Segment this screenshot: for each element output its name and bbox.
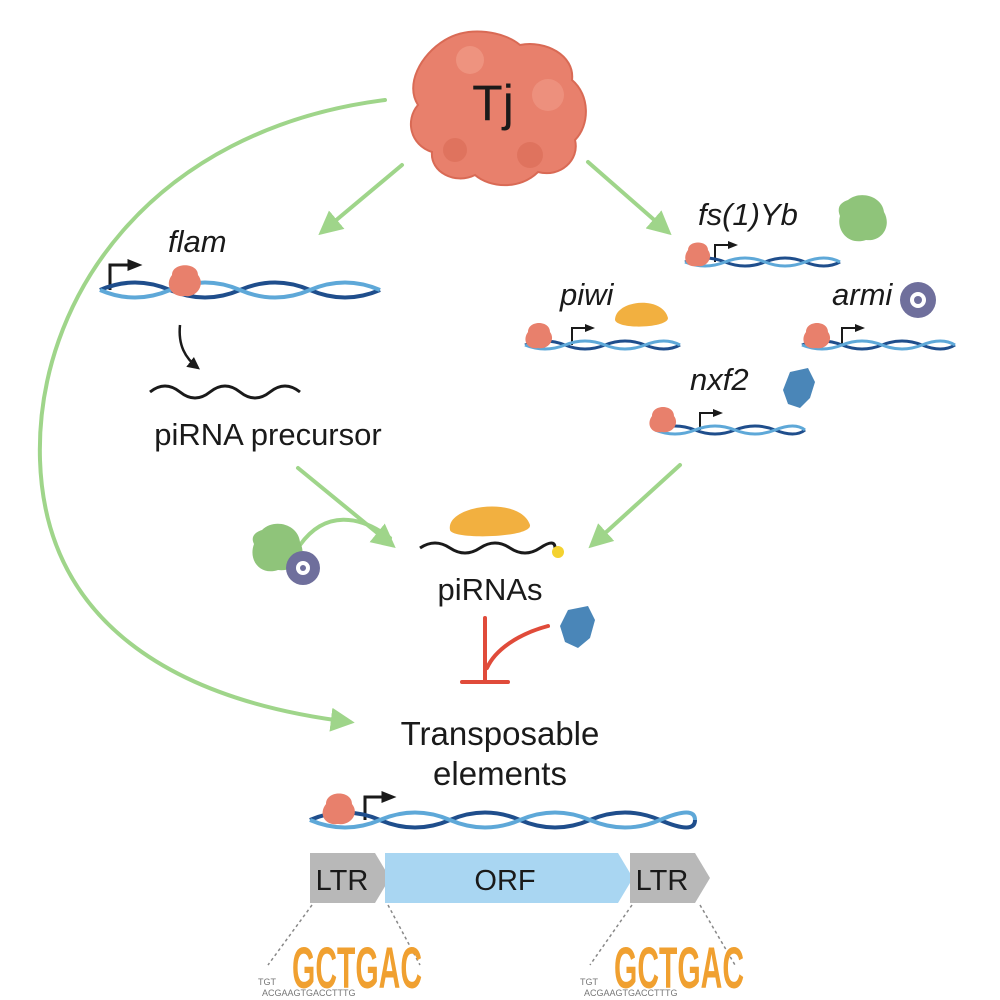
fs1yb-locus: fs(1)Yb (684, 195, 887, 268)
arrow-tj-to-te (37, 98, 387, 732)
motif-logo-right: TGT ACGAAGTGACCTTTG GCTGAC (580, 936, 744, 1000)
ltr-right-box (630, 853, 710, 903)
armi-protein (900, 282, 936, 318)
fs1yb-dna (684, 256, 841, 268)
activation-arrows (37, 98, 682, 732)
piwi-protein (615, 302, 668, 327)
te-bound-tj (322, 793, 355, 825)
te-locus (309, 791, 697, 830)
arrow-tj-to-flam (318, 163, 404, 236)
pirna-complex: piRNAs (419, 506, 564, 607)
cofactor-proteins (252, 523, 320, 585)
flam-locus: flam piRNA precursor (99, 224, 382, 452)
svg-text:ACGAAGTGACCTTTG: ACGAAGTGACCTTTG (584, 988, 678, 998)
orf-label: ORF (474, 865, 535, 897)
precursor-label: piRNA precursor (154, 417, 381, 452)
nxf2-locus: nxf2 (649, 362, 815, 436)
transcription-arrow (178, 324, 200, 370)
yb-protein (838, 195, 887, 242)
flam-bound-tj (168, 265, 201, 297)
motif-right-seq: GCTGAC (614, 936, 744, 1000)
svg-text:TGT: TGT (580, 977, 598, 987)
armi-locus: armi (801, 277, 956, 351)
arrow-genes-to-pirnas (588, 463, 682, 549)
svg-text:ACGAAGTGACCTTTG: ACGAAGTGACCTTTG (262, 988, 356, 998)
piwi-label: piwi (559, 277, 615, 312)
nxf2-label: nxf2 (690, 362, 749, 397)
arrow-precursor-to-pirnas (296, 466, 396, 549)
mature-pirna (419, 541, 557, 555)
flam-tss-arrow (108, 259, 143, 290)
motif-logo-left: TGT ACGAAGTGACCTTTG GCTGAC (258, 936, 422, 1000)
piwi-dna (524, 339, 681, 351)
te-label-line1: Transposable (401, 715, 600, 752)
piwi-on-pirna (449, 506, 531, 537)
ltr-right-label: LTR (636, 865, 689, 897)
motif-left-seq: GCTGAC (292, 936, 422, 1000)
ltr-left-box (310, 853, 390, 903)
tj-label: Tj (472, 75, 514, 131)
pirnas-label: piRNAs (437, 572, 542, 607)
ltr-left-label: LTR (316, 865, 369, 897)
tj-protein: Tj (409, 30, 587, 187)
precursor-rna (149, 384, 301, 400)
armi-label: armi (832, 277, 893, 312)
repression (460, 616, 550, 684)
orf-box (385, 853, 633, 903)
te-label-line2: elements (433, 755, 567, 792)
nxf2-repressor-protein (560, 606, 595, 648)
te-dna (309, 810, 697, 830)
flam-dna (99, 280, 381, 300)
flam-label: flam (168, 224, 227, 259)
te-structure: LTR ORF LTR (310, 853, 710, 903)
nxf2-repression-curve (485, 624, 550, 670)
fs1yb-label: fs(1)Yb (698, 197, 798, 232)
nxf2-dna (654, 424, 806, 436)
piwi-locus: piwi (524, 277, 681, 351)
pirna-modification-dot (552, 546, 564, 558)
nxf2-protein (783, 368, 815, 408)
motif-zoom-lines (267, 904, 736, 966)
armi-dna (801, 339, 956, 351)
arrow-tj-to-fs1yb (586, 160, 672, 236)
arrow-cofactors-to-pirnas (298, 517, 392, 547)
cofactor-armi-protein (286, 551, 320, 585)
te-tss-arrow (363, 791, 397, 820)
svg-text:TGT: TGT (258, 977, 276, 987)
